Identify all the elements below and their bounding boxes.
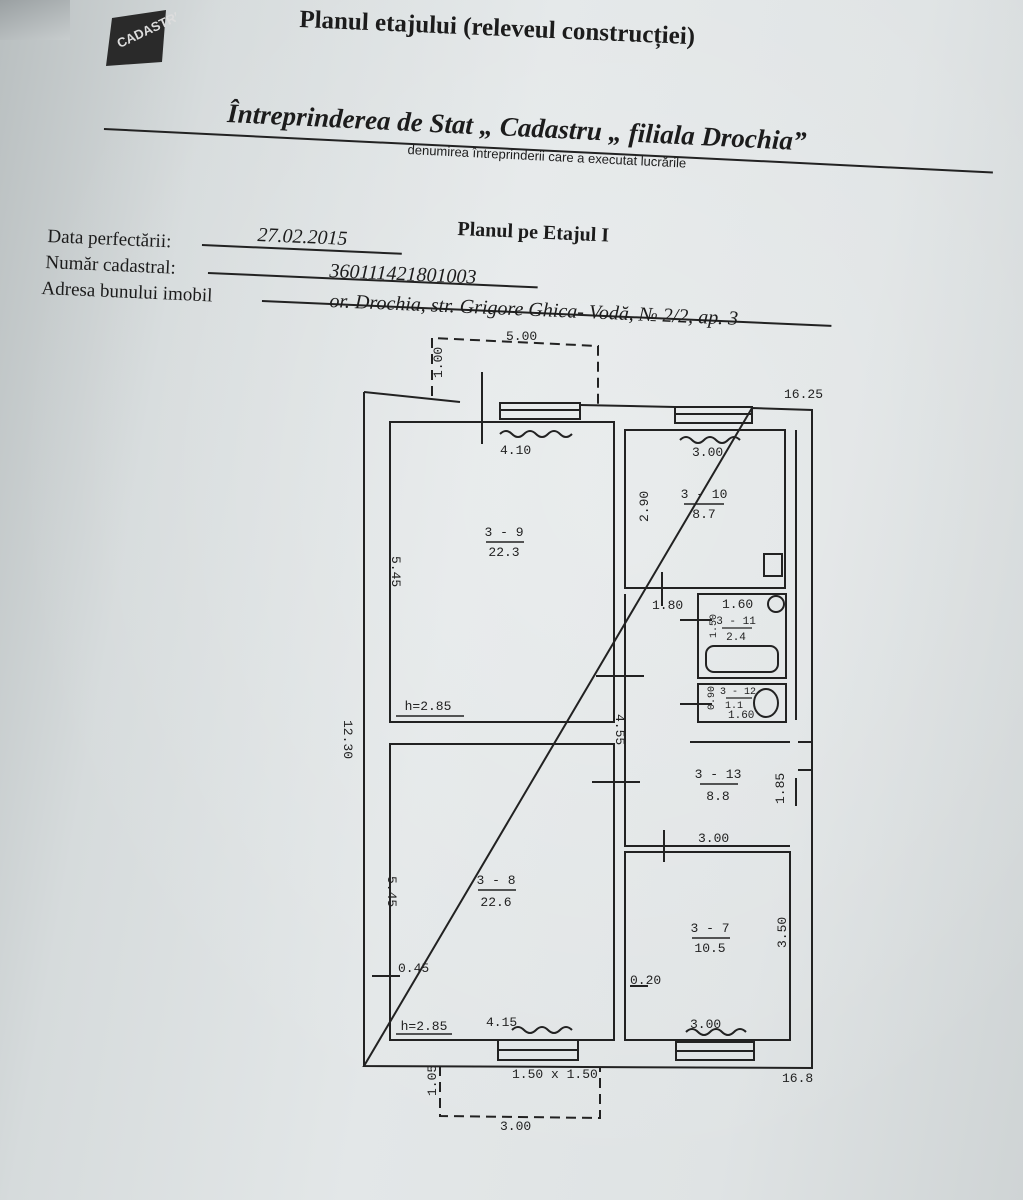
radiator-room-3-8 — [511, 1026, 573, 1034]
dim-room10-width: 3.00 — [692, 445, 723, 460]
room-3-8-ceiling: h=2.85 — [401, 1019, 448, 1034]
room-3-10-outline — [624, 429, 786, 589]
room-3-12-id: 3 - 12 — [720, 687, 756, 698]
dim-bath-side: 1.50 — [709, 614, 720, 638]
dim-hall-width: 3.00 — [698, 831, 729, 846]
dim-top-right-mark: 16.25 — [784, 387, 823, 402]
hall-outline — [624, 594, 790, 847]
room-3-7-id: 3 - 7 — [690, 921, 729, 936]
stove-icon — [763, 553, 783, 577]
room-3-12-area: 1.1 — [725, 701, 743, 712]
radiator-room-3-9 — [499, 430, 573, 438]
bathtub — [705, 645, 779, 673]
room-3-8-area: 22.6 — [480, 895, 511, 910]
dim-room8-width: 4.15 — [486, 1015, 517, 1030]
room-3-10-id: 3 - 10 — [681, 487, 728, 502]
toilet-bowl — [753, 688, 779, 718]
room-3-10-area: 8.7 — [692, 507, 715, 522]
room-3-9-id: 3 - 9 — [484, 525, 523, 540]
dim-room7-width: 3.00 — [690, 1017, 721, 1032]
dim-partition: 0.20 — [630, 973, 661, 988]
boiler-icon — [767, 595, 785, 613]
dim-bath-width: 1.60 — [722, 597, 753, 612]
room-3-11-area: 2.4 — [726, 632, 746, 644]
room-3-9-ceiling: h=2.85 — [405, 699, 452, 714]
dim-corridor-width: 1.80 — [652, 598, 683, 613]
dim-wc-depth: 0.90 — [707, 686, 718, 710]
room-3-13-area: 8.8 — [706, 789, 729, 804]
dim-bottom-balcony-width: 3.00 — [500, 1119, 531, 1134]
dim-top-balcony-depth: 1.00 — [431, 347, 446, 378]
dim-overall-height: 12.30 — [340, 720, 355, 759]
dim-room8-height: 5.45 — [384, 876, 399, 907]
room-3-7-area: 10.5 — [694, 941, 725, 956]
dim-wall-thickness: 0.45 — [398, 961, 429, 976]
folded-corner — [0, 0, 70, 40]
room-3-8-outline — [389, 743, 615, 1041]
dim-room10-height: 2.90 — [637, 491, 652, 522]
top-balcony-outline — [431, 336, 599, 404]
dim-hall-side: 1.85 — [773, 773, 788, 804]
bathroom-outline — [697, 593, 787, 679]
dim-top-balcony-width: 5.00 — [506, 329, 537, 344]
dim-room9-width: 4.10 — [500, 443, 531, 458]
dim-bottom-balcony-depth: 1.05 — [425, 1065, 440, 1096]
bottom-balcony-outline — [439, 1066, 601, 1120]
radiator-room-3-10 — [679, 436, 741, 444]
dim-hall-height: 4.55 — [612, 714, 627, 745]
dim-wc-width: 1.60 — [728, 710, 754, 722]
cadastru-logo: CADASTRU — [106, 6, 176, 66]
room-3-9-outline — [389, 421, 615, 723]
dim-room7-height: 3.50 — [775, 917, 790, 948]
room-3-8-id: 3 - 8 — [476, 873, 515, 888]
dim-window-size: 1.50 x 1.50 — [512, 1067, 598, 1082]
room-3-11-id: 3 - 11 — [716, 616, 756, 628]
dim-bottom-right-mark: 16.8 — [782, 1071, 813, 1086]
outer-wall — [362, 391, 813, 1070]
room-3-7-outline — [624, 851, 791, 1041]
room-3-13-id: 3 - 13 — [695, 767, 742, 782]
dim-room9-height: 5.45 — [388, 556, 403, 587]
radiator-room-3-7 — [685, 1028, 747, 1036]
room-3-9-area: 22.3 — [488, 545, 519, 560]
